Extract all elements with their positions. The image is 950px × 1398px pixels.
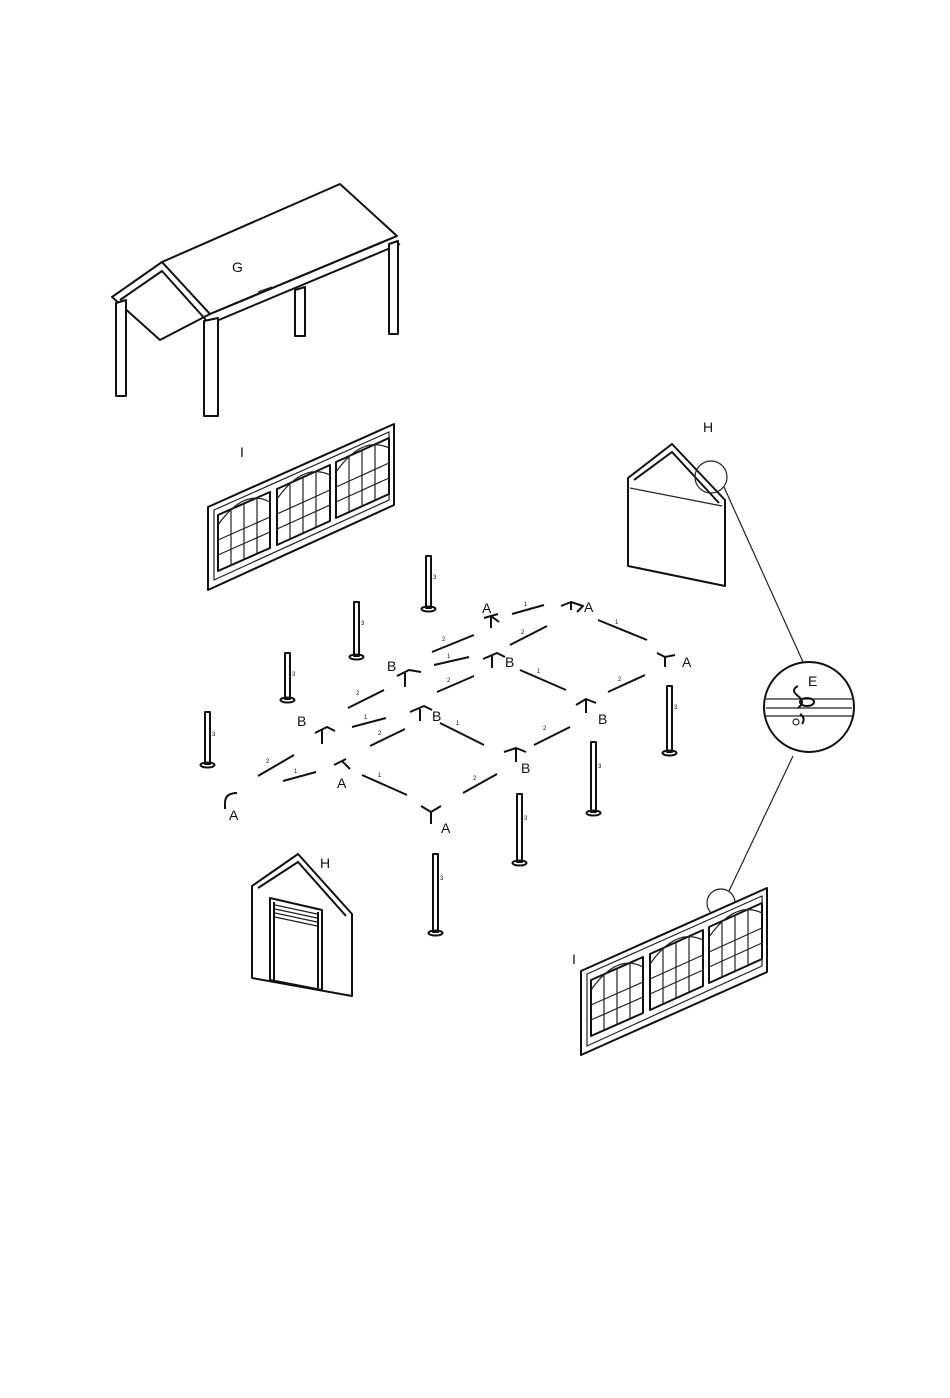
canopy-label: G [232, 259, 243, 275]
side-pole: 1 [283, 769, 316, 781]
corner-connector: A [561, 599, 594, 615]
part-number-leg: 3 [292, 672, 296, 678]
end-wall-door-label: H [320, 855, 330, 871]
rafter-pole: 2 [432, 635, 474, 652]
leg: 3 [281, 653, 297, 703]
center-connector-label: B [297, 713, 306, 729]
center-connector: B [410, 706, 441, 724]
part-number-rafter-pole: 2 [618, 677, 622, 683]
side-pole: 1 [352, 715, 386, 727]
corner-connector-label: A [441, 820, 451, 836]
part-number-side-pole: 1 [615, 620, 619, 626]
part-number-side-pole: 1 [537, 669, 541, 675]
part-number-leg: 3 [440, 876, 444, 882]
center-connector: B [483, 653, 514, 670]
part-number-side-pole: 1 [364, 715, 368, 721]
side-pole: 1 [512, 602, 544, 614]
corner-connector: A [334, 759, 350, 791]
center-connector: B [297, 713, 335, 744]
side-pole: 1 [434, 654, 469, 665]
center-connector-label: B [598, 711, 607, 727]
rafter-pole: 2 [258, 755, 294, 776]
part-number-rafter-pole: 2 [473, 776, 477, 782]
side-pole: 1 [598, 620, 647, 640]
side-wall-top-label: I [240, 444, 244, 460]
rafter-pole: 2 [608, 675, 645, 692]
part-number-side-pole: 1 [294, 769, 298, 775]
leg: 3 [513, 794, 529, 866]
center-connector-label: B [387, 658, 396, 674]
part-number-rafter-pole: 2 [266, 759, 270, 765]
part-number-rafter-pole: 2 [543, 726, 547, 732]
center-connector: B [504, 748, 530, 776]
center-connector: B [576, 699, 607, 727]
leg: 3 [663, 686, 679, 756]
rafter-pole: 2 [463, 774, 497, 793]
part-number-rafter-pole: 2 [378, 731, 382, 737]
center-connector: B [387, 658, 421, 687]
rafter-pole: 2 [348, 690, 384, 708]
corner-connector: A [421, 806, 451, 836]
side-wall-bottom: I [572, 888, 767, 1055]
center-connector-label: B [521, 760, 530, 776]
side-wall-bottom-label: I [572, 951, 576, 967]
leg: 3 [201, 712, 217, 768]
part-number-leg: 3 [674, 705, 678, 711]
part-number-leg: 3 [524, 816, 528, 822]
rafter-pole: 2 [510, 626, 547, 645]
part-number-leg: 3 [212, 732, 216, 738]
corner-connector-label: A [482, 600, 492, 616]
corner-connector-label: A [229, 807, 239, 823]
rafter-pole: 2 [370, 729, 405, 746]
side-wall-top: I [208, 424, 394, 590]
rafter-pole: 2 [534, 726, 570, 745]
center-connector-label: B [505, 654, 514, 670]
side-pole: 1 [520, 669, 566, 690]
end-wall-door: H [252, 854, 352, 996]
part-number-side-pole: 1 [378, 773, 382, 779]
corner-connector-label: A [584, 599, 594, 615]
part-number-rafter-pole: 2 [356, 691, 360, 697]
part-number-side-pole: 1 [447, 654, 451, 660]
part-number-rafter-pole: 2 [442, 637, 446, 643]
part-number-side-pole: 1 [524, 602, 528, 608]
part-number-rafter-pole: 2 [521, 630, 525, 636]
leg: 3 [429, 854, 445, 936]
fastener-label: E [808, 673, 817, 689]
leg: 3 [350, 602, 366, 660]
end-wall-top-label: H [703, 419, 713, 435]
corner-connector: A [482, 600, 499, 628]
end-wall-top: H [628, 419, 725, 586]
part-number-side-pole: 1 [456, 721, 460, 727]
corner-connector: A [657, 653, 692, 670]
assembled-canopy: G [112, 184, 400, 416]
corner-connector: A [225, 793, 239, 823]
part-number-rafter-pole: 2 [447, 678, 451, 684]
leg: 3 [422, 556, 438, 612]
corner-connector-label: A [337, 775, 347, 791]
side-pole: 1 [440, 721, 484, 745]
center-connector-label: B [432, 708, 441, 724]
part-number-leg: 3 [433, 575, 437, 581]
corner-connector-label: A [682, 654, 692, 670]
part-number-leg: 3 [361, 621, 365, 627]
rafter-pole: 2 [437, 676, 474, 692]
leg: 3 [587, 742, 603, 816]
side-pole: 1 [362, 773, 407, 795]
part-number-leg: 3 [598, 764, 602, 770]
